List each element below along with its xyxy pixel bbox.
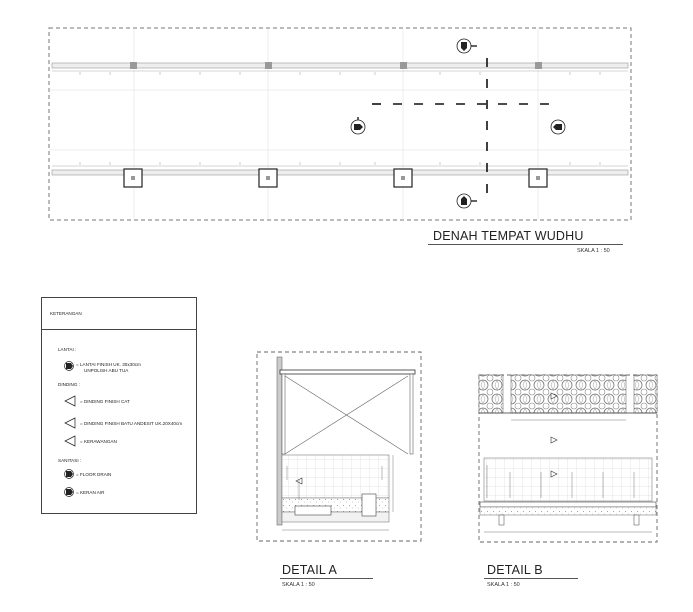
legend-dinding-batu: = DINDING FINISH BATU ANDESIT UK.20X40cm xyxy=(80,421,183,426)
legend-floor-symbol-icon xyxy=(64,361,74,371)
floor-drain-icon xyxy=(64,469,74,479)
legend-kerawangan: = KERAWANGAN xyxy=(80,439,117,444)
legend-keran-air: = KERAN AIR xyxy=(76,490,105,495)
floor-plan xyxy=(48,27,632,221)
legend-lantai-line1: = LANTAI FINISH UK. 30x30cm xyxy=(76,362,141,367)
wall-stone-arrow-icon xyxy=(64,417,76,429)
legend-panel: KETERANGAN LANTAI : = LANTAI FINISH UK. … xyxy=(41,297,197,514)
wall-paint-arrow-icon xyxy=(64,395,76,407)
plan-title: DENAH TEMPAT WUDHU xyxy=(433,229,584,243)
section-marker-left-icon xyxy=(350,117,366,135)
detail-b-title: DETAIL B xyxy=(487,563,543,577)
legend-floor-drain: = FLOOR DRAIN xyxy=(76,472,112,477)
plan-scale: SKALA 1 : 50 xyxy=(577,248,610,254)
water-tap-icon xyxy=(64,487,74,497)
detail-a-scale: SKALA 1 : 50 xyxy=(282,582,315,588)
kerawangan-arrow-icon xyxy=(64,435,76,447)
detail-a-title: DETAIL A xyxy=(282,563,338,577)
section-marker-bottom-icon xyxy=(456,193,477,209)
detail-b-scale: SKALA 1 : 50 xyxy=(487,582,520,588)
legend-sanitasi-heading: SANITASI : xyxy=(58,458,82,463)
legend-header: KETERANGAN xyxy=(42,298,196,330)
detail-b-drawing xyxy=(478,374,658,543)
legend-dinding-cat: = DINDING FINISH CAT xyxy=(80,399,130,404)
legend-lantai-heading: LANTAI : xyxy=(58,347,77,352)
section-marker-top-icon xyxy=(456,38,477,54)
detail-a-drawing xyxy=(256,351,422,542)
detail-b-title-underline xyxy=(484,578,578,579)
detail-a-title-underline xyxy=(280,578,373,579)
plan-title-underline xyxy=(428,244,623,245)
legend-dinding-heading: DINDING : xyxy=(58,382,80,387)
section-marker-right-icon xyxy=(550,119,566,135)
legend-title: KETERANGAN xyxy=(50,311,82,316)
legend-lantai-line2: UNPOLISH ABU TUA xyxy=(84,368,129,373)
